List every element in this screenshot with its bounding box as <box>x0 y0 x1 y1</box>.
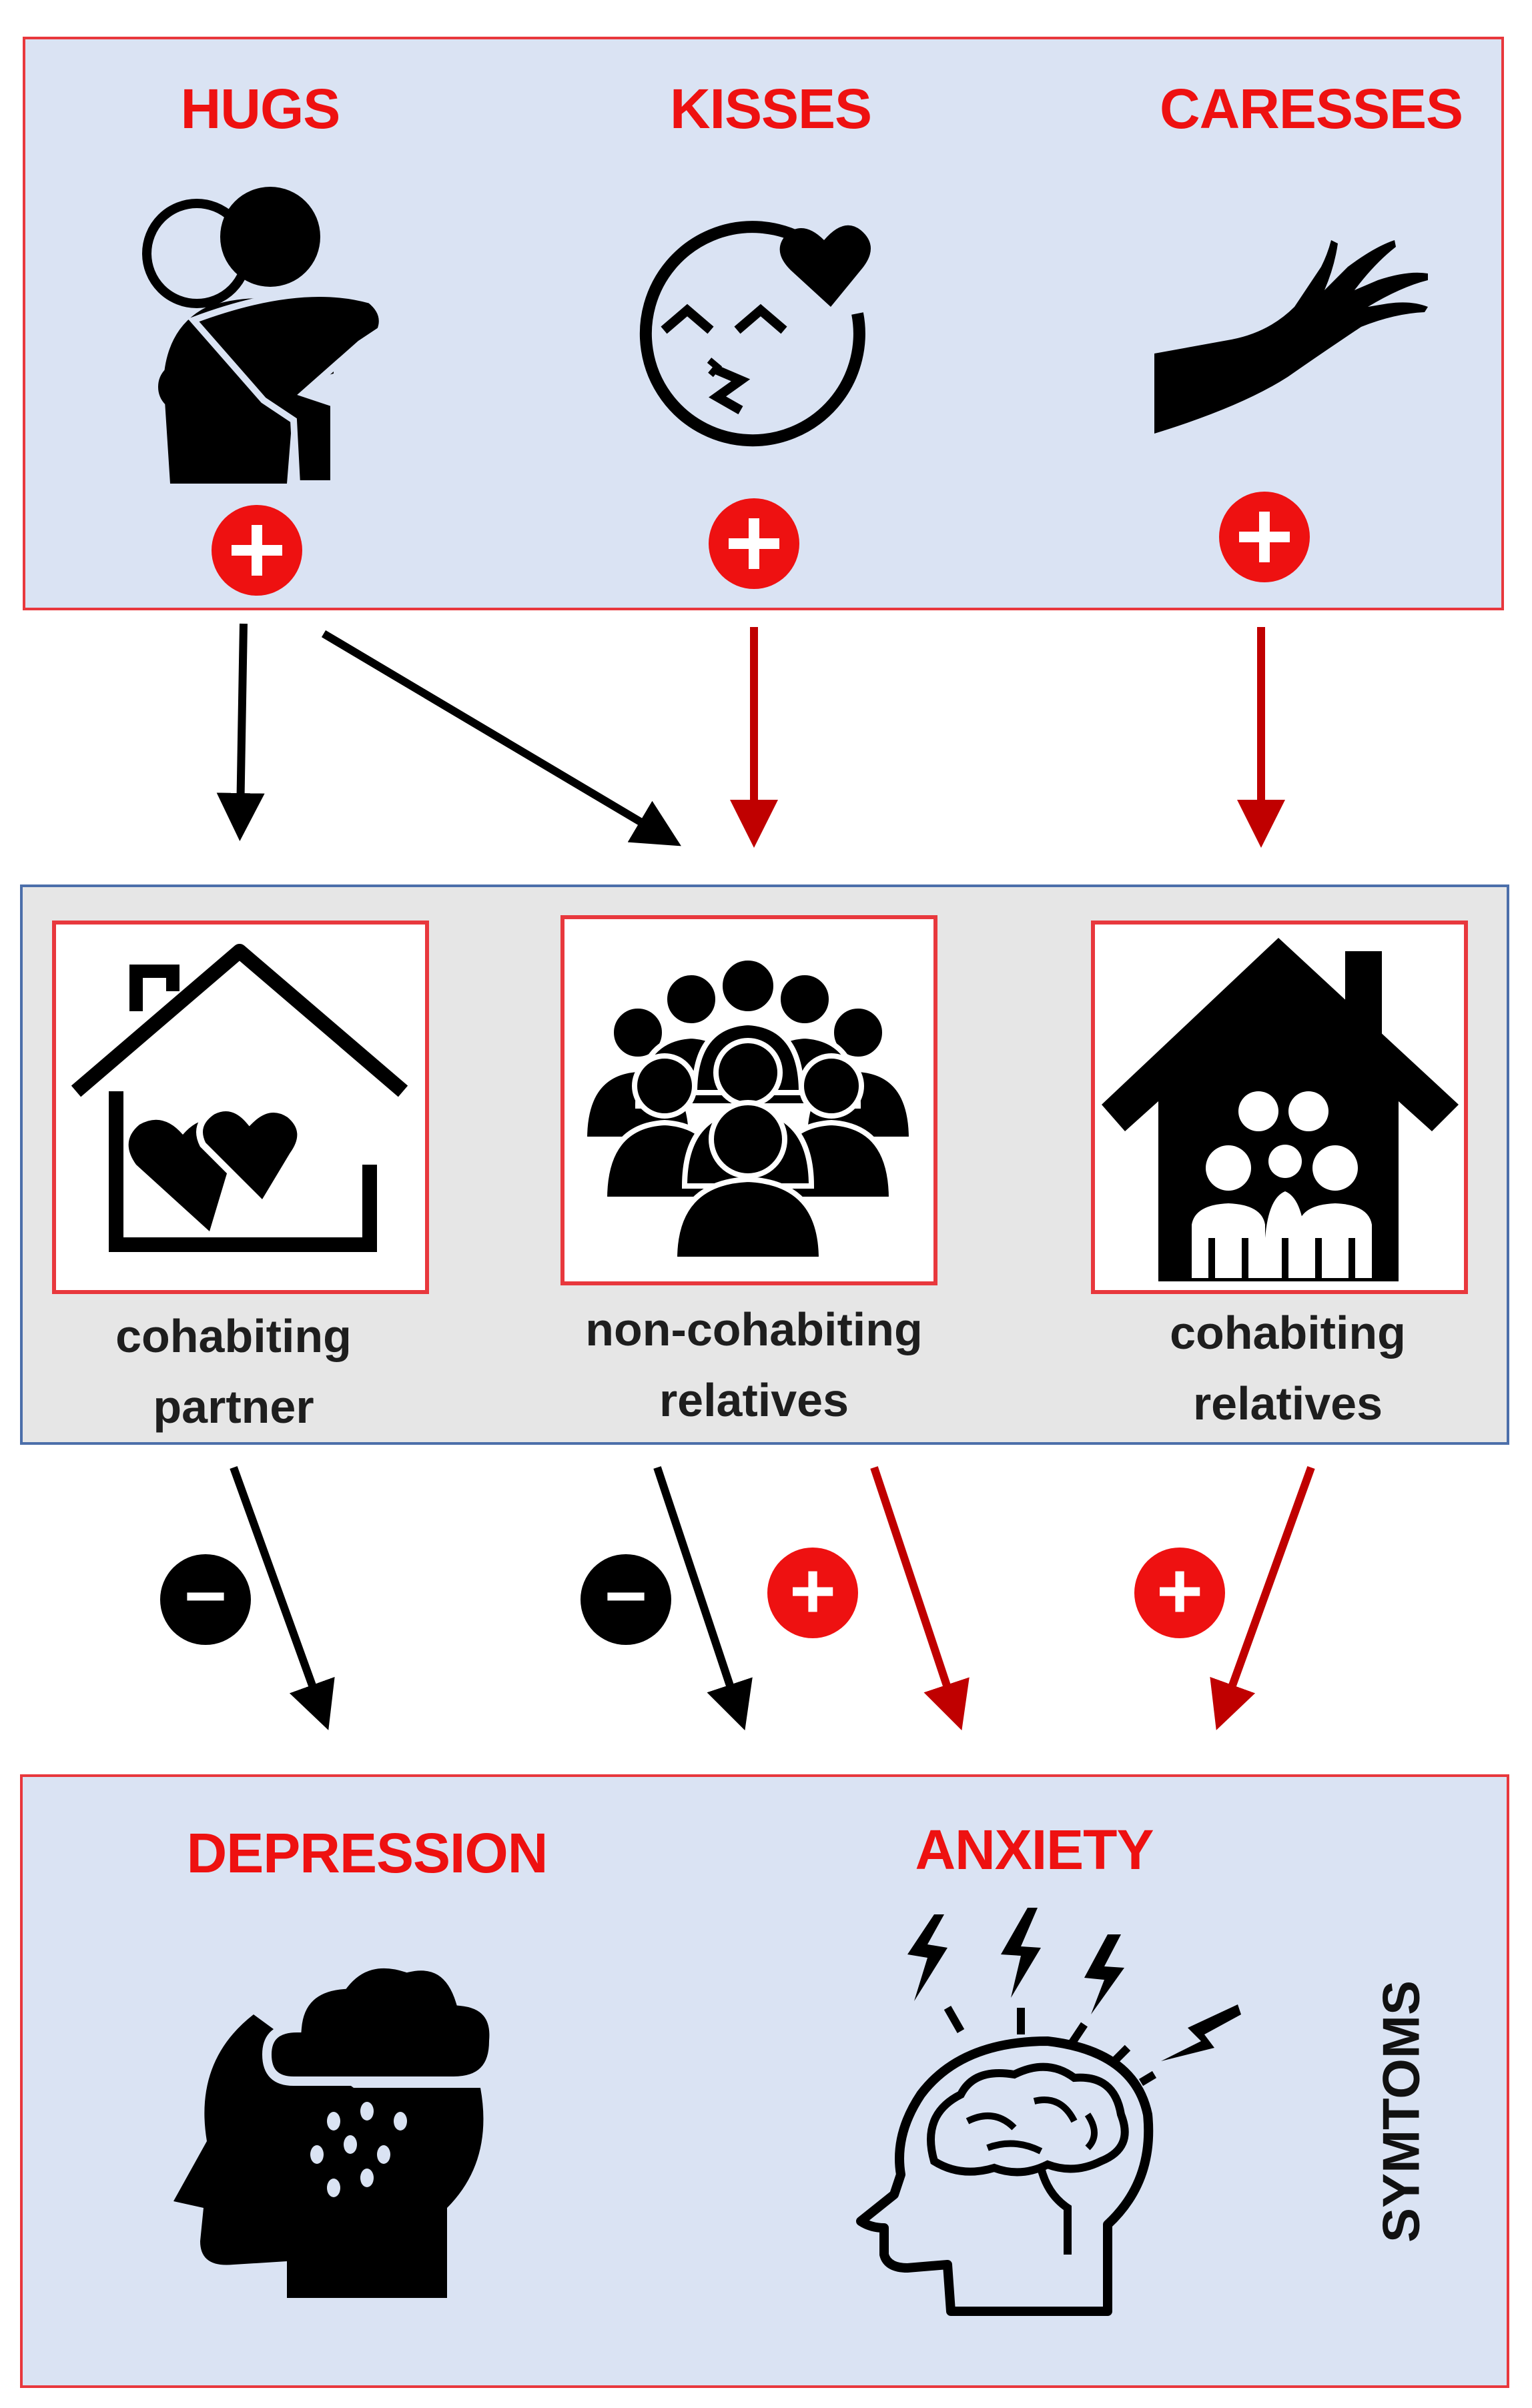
arrow-noncohab-anxiety-neg <box>653 1466 753 1731</box>
arrow-hugs-partner <box>216 623 265 841</box>
cohabiting-partner-box <box>52 921 429 1294</box>
crowd-icon <box>581 955 915 1262</box>
plus-badge-cohabrel: + <box>1134 1548 1225 1638</box>
label-line-2: relatives <box>659 1374 849 1426</box>
label-line-1: cohabiting <box>1170 1307 1406 1359</box>
kiss-face-icon <box>639 221 871 447</box>
home-hearts-icon <box>71 944 408 1252</box>
hugs-title: HUGS <box>180 77 341 140</box>
caresses-title: CARESSES <box>1159 77 1463 140</box>
depression-title: DEPRESSION <box>186 1822 548 1884</box>
anxiety-head-icon <box>856 1908 1241 2316</box>
plus-badge-noncohab: + <box>767 1548 858 1638</box>
hug-icon <box>142 187 386 487</box>
cohabiting-relatives-label: cohabiting relatives <box>1088 1297 1488 1439</box>
anxiety-title: ANXIETY <box>915 1818 1154 1881</box>
plus-badge-caresses <box>1219 492 1310 582</box>
minus-badge-noncohab: − <box>581 1554 671 1645</box>
plus-badge-kisses <box>709 498 799 589</box>
minus-badge-partner: − <box>160 1554 251 1645</box>
family-house-icon <box>1102 938 1459 1281</box>
cohabiting-partner-label: cohabiting partner <box>33 1301 434 1442</box>
non-cohabiting-relatives-box <box>560 915 937 1285</box>
arrow-cohabrel-anxiety <box>1210 1465 1315 1730</box>
caress-hand-icon <box>1154 240 1428 434</box>
label-line-2: relatives <box>1192 1377 1383 1429</box>
plus-badge-hugs <box>212 505 302 596</box>
non-cohabiting-relatives-label: non-cohabiting relatives <box>527 1294 981 1435</box>
kisses-title: KISSES <box>669 77 872 140</box>
label-line-2: partner <box>153 1381 314 1433</box>
arrow-hugs-noncohab <box>321 630 681 846</box>
label-line-1: non-cohabiting <box>585 1303 923 1355</box>
symptoms-side-label: SYMTOMS <box>1371 1980 1431 2243</box>
depression-head-icon <box>173 1958 499 2298</box>
label-line-1: cohabiting <box>115 1310 352 1362</box>
cohabiting-relatives-box <box>1091 921 1468 1294</box>
arrow-noncohab-anxiety-pos <box>870 1466 970 1731</box>
arrow-partner-depression <box>230 1465 335 1730</box>
